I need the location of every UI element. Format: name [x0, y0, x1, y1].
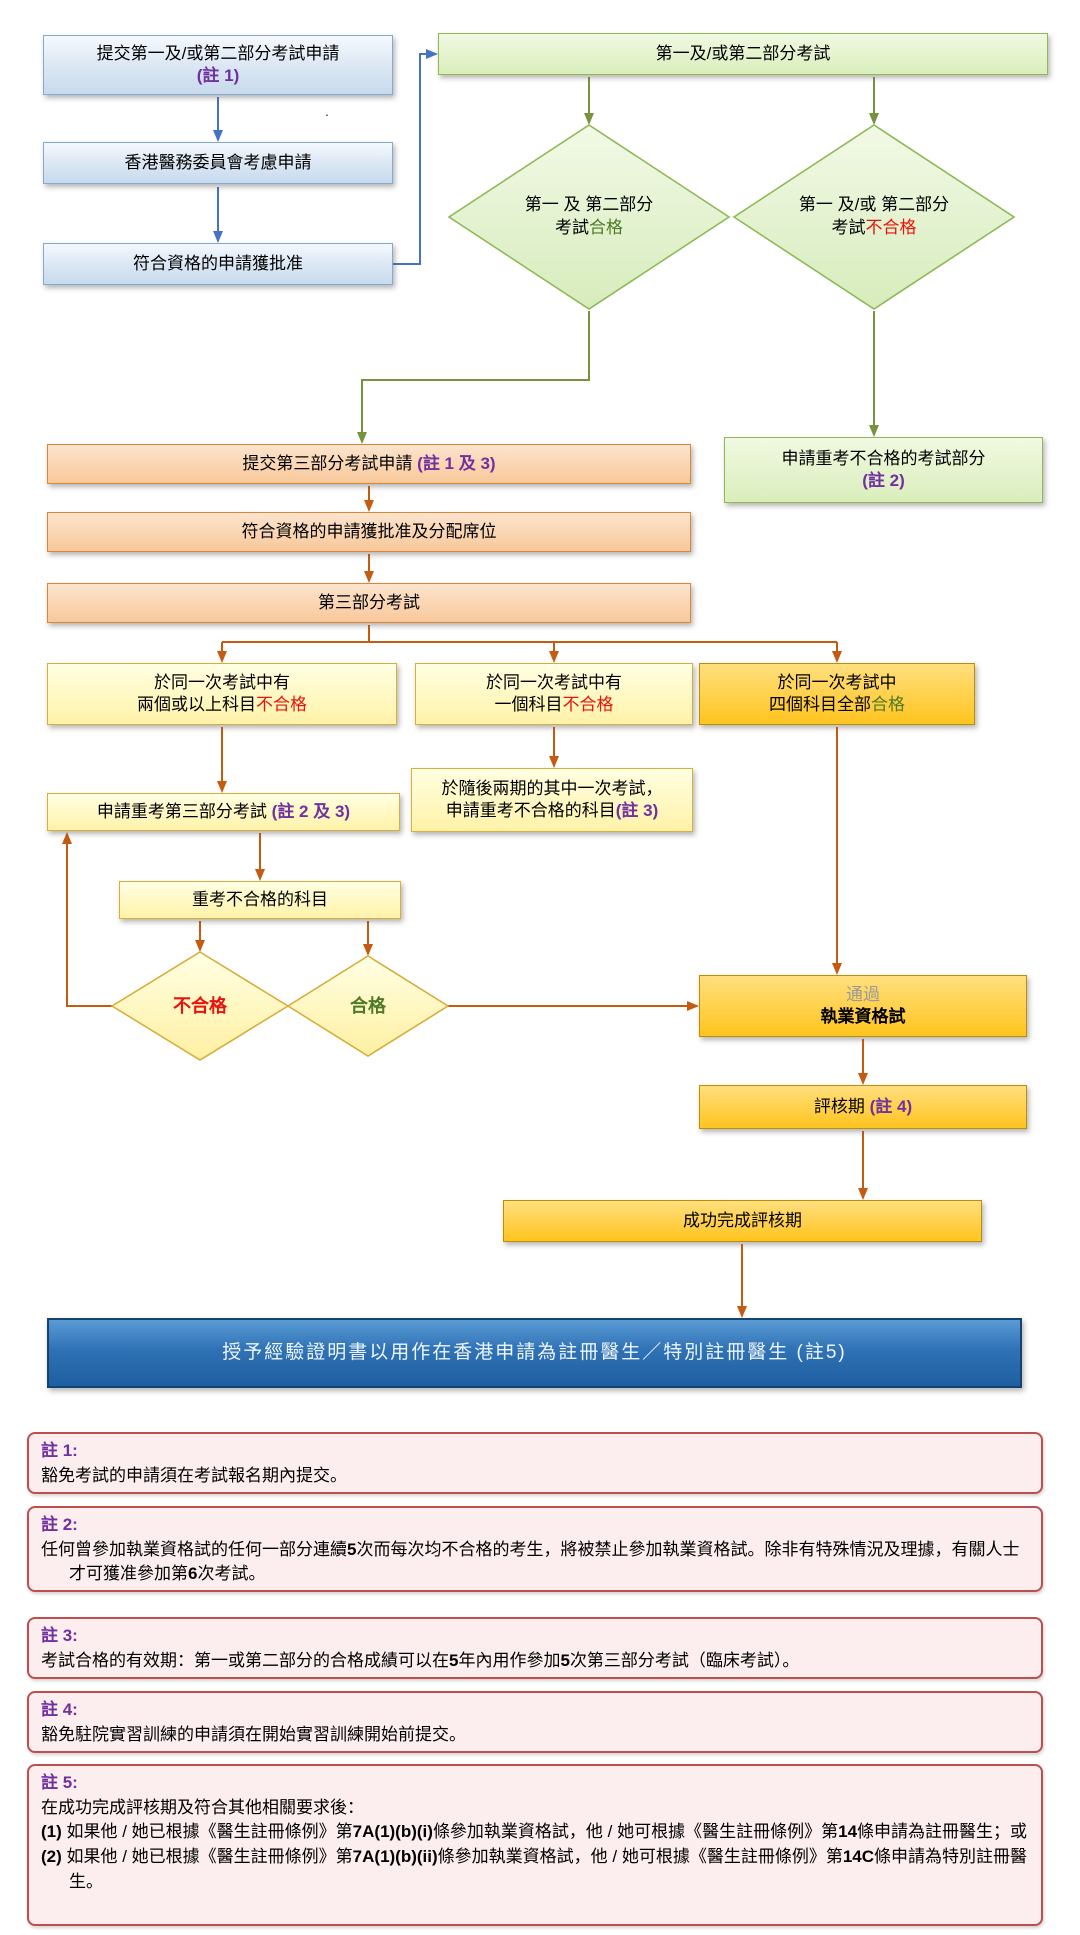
node-submit-part12-application: 提交第一及/或第二部分考試申請 (註 1)	[43, 35, 393, 95]
note-1-body: 豁免考試的申請須在考試報名期內提交。	[41, 1465, 347, 1485]
node-assessment-complete-label: 成功完成評核期	[683, 1210, 802, 1230]
note-2: 註 2: 任何曾參加執業資格試的任何一部分連續5次而每次均不合格的考生，將被禁止…	[27, 1506, 1043, 1592]
node-council-considers: 香港醫務委員會考慮申請	[43, 142, 393, 184]
node-retake-next-sitting-line1: 於隨後兩期的其中一次考試，	[441, 778, 663, 798]
decision-part12-pass-line1: 第一 及 第二部分	[524, 195, 654, 215]
node-pass-licensing-exam: 通過 執業資格試	[699, 975, 1027, 1037]
node-pass-all-four-line1: 於同一次考試中	[777, 672, 897, 692]
node-retake-failed-part: 申請重考不合格的考試部分 (註 2)	[724, 437, 1043, 503]
node-fail-two-or-more-line1: 於同一次考試中有	[154, 672, 290, 692]
decision-retake-fail-label: 不合格	[173, 995, 227, 1016]
node-exam-part12: 第一及/或第二部分考試	[438, 33, 1048, 75]
decision-retake-fail: 不合格	[112, 952, 288, 1060]
node-retake-failed-subjects: 重考不合格的科目	[119, 881, 401, 919]
node-eligible-approved-label: 符合資格的申請獲批准	[133, 253, 303, 273]
note-2-body: 任何曾參加執業資格試的任何一部分連續5次而每次均不合格的考生，將被禁止參加執業資…	[41, 1539, 1020, 1584]
note-4-body: 豁免駐院實習訓練的申請須在開始實習訓練開始前提交。	[41, 1724, 466, 1744]
node-assessment-period-label: 評核期 (註 4)	[813, 1096, 913, 1116]
note-1: 註 1: 豁免考試的申請須在考試報名期內提交。	[27, 1432, 1043, 1494]
decision-part12-fail-line2: 考試不合格	[831, 218, 917, 237]
node-approved-seat-label: 符合資格的申請獲批准及分配席位	[241, 521, 497, 541]
note-3-body: 考試合格的有效期：第一或第二部分的合格成績可以在5年內用作參加5次第三部分考試（…	[41, 1650, 800, 1670]
node-assessment-period: 評核期 (註 4)	[699, 1085, 1027, 1129]
node-certificate-label: 授予經驗證明書以用作在香港申請為註冊醫生／特別註冊醫生 (註5)	[222, 1341, 847, 1363]
decision-part12-pass-line2: 考試合格	[555, 218, 623, 237]
node-council-considers-label: 香港醫務委員會考慮申請	[124, 152, 312, 172]
node-retake-next-sitting-line2: 申請重考不合格的科目(註 3)	[445, 801, 659, 820]
node-submit-part3-application: 提交第三部分考試申請 (註 1 及 3)	[47, 444, 691, 484]
node-pass-licensing-exam-line2: 執業資格試	[820, 1007, 906, 1026]
node-fail-one-subject: 於同一次考試中有 一個科目不合格	[415, 663, 693, 725]
note-5: 註 5: 在成功完成評核期及符合其他相關要求後： (1) 如果他 / 她已根據《…	[27, 1764, 1043, 1926]
note-5-title: 註 5:	[41, 1773, 78, 1792]
node-retake-failed-part-label: 申請重考不合格的考試部分	[781, 448, 986, 468]
node-certificate-of-experience: 授予經驗證明書以用作在香港申請為註冊醫生／特別註冊醫生 (註5)	[47, 1318, 1022, 1388]
node-pass-all-four: 於同一次考試中 四個科目全部合格	[699, 663, 975, 725]
node-fail-two-or-more: 於同一次考試中有 兩個或以上科目不合格	[47, 663, 397, 725]
note-1-title: 註 1:	[41, 1441, 78, 1460]
decision-retake-pass: 合格	[288, 956, 448, 1056]
node-assessment-complete: 成功完成評核期	[503, 1200, 982, 1242]
node-retake-next-sitting: 於隨後兩期的其中一次考試， 申請重考不合格的科目(註 3)	[411, 768, 693, 832]
decision-part12-pass: 第一 及 第二部分 考試合格	[459, 124, 719, 310]
node-pass-all-four-line2: 四個科目全部合格	[769, 695, 905, 714]
node-submit-part3-label: 提交第三部分考試申請 (註 1 及 3)	[242, 453, 496, 473]
note-4: 註 4: 豁免駐院實習訓練的申請須在開始實習訓練開始前提交。	[27, 1691, 1043, 1753]
stray-dot: .	[325, 103, 329, 119]
node-retake-part3-application: 申請重考第三部分考試 (註 2 及 3)	[47, 793, 400, 831]
node-pass-licensing-exam-line1: 通過	[846, 984, 880, 1004]
note-3-title: 註 3:	[41, 1626, 78, 1645]
node-submit-part12-label: 提交第一及/或第二部分考試申請	[96, 43, 340, 63]
decision-part12-fail-line1: 第一 及/或 第二部分	[798, 195, 950, 215]
note-5-body-line1: 在成功完成評核期及符合其他相關要求後：	[41, 1797, 364, 1817]
node-fail-one-subject-line1: 於同一次考試中有	[486, 672, 622, 692]
decision-part12-fail: 第一 及/或 第二部分 考試不合格	[744, 124, 1004, 310]
note-4-title: 註 4:	[41, 1700, 78, 1719]
node-retake-part3-label: 申請重考第三部分考試 (註 2 及 3)	[96, 801, 351, 821]
node-retake-failed-subjects-label: 重考不合格的科目	[192, 889, 328, 909]
node-exam-part12-label: 第一及/或第二部分考試	[655, 43, 831, 63]
node-exam-part3-label: 第三部分考試	[318, 592, 420, 612]
node-submit-part12-note-ref: (註 1)	[196, 66, 240, 85]
node-exam-part3: 第三部分考試	[47, 583, 691, 623]
node-retake-failed-part-note-ref: (註 2)	[862, 471, 905, 490]
node-eligible-approved: 符合資格的申請獲批准	[43, 243, 393, 285]
note-5-body-line2: (1) 如果他 / 她已根據《醫生註冊條例》第7A(1)(b)(i)條參加執業資…	[41, 1822, 1028, 1842]
node-fail-one-subject-line2: 一個科目不合格	[494, 695, 614, 714]
note-3: 註 3: 考試合格的有效期：第一或第二部分的合格成績可以在5年內用作參加5次第三…	[27, 1617, 1043, 1679]
node-approved-seat: 符合資格的申請獲批准及分配席位	[47, 512, 691, 552]
decision-retake-pass-label: 合格	[350, 995, 386, 1016]
note-2-title: 註 2:	[41, 1515, 78, 1534]
note-5-body-line3: (2) 如果他 / 她已根據《醫生註冊條例》第7A(1)(b)(ii)條參加執業…	[41, 1846, 1028, 1891]
node-fail-two-or-more-line2: 兩個或以上科目不合格	[137, 695, 307, 714]
